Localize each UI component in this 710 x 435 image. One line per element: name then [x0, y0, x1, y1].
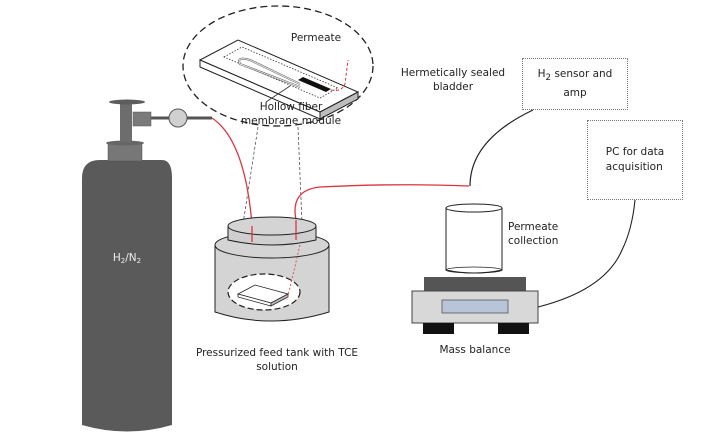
gas-cylinder — [82, 99, 212, 432]
sensor-line2: amp — [563, 87, 587, 100]
label-cylinder-gas: H2/N2 — [97, 251, 157, 265]
sensor-h: H — [537, 67, 546, 80]
cyl-h: H — [112, 252, 121, 264]
cylinder-collar — [106, 140, 144, 146]
feed-tank — [214, 216, 330, 322]
feed-tubing — [211, 117, 253, 226]
permeate-tubing — [294, 184, 470, 221]
membrane-zoom-callout — [182, 5, 374, 127]
balance-foot-left — [423, 323, 454, 334]
valve-outlet — [132, 111, 152, 127]
membrane-module — [198, 39, 360, 120]
pc-line1: PC for data — [605, 146, 665, 158]
permeate-collection-line1: Permeate — [508, 221, 559, 233]
cyl-h-sub: 2 — [120, 257, 126, 265]
module-housing-outline — [223, 46, 339, 99]
potting-end — [298, 77, 331, 92]
cyl-sep: /N — [125, 252, 137, 264]
permeate-outlet-line — [330, 59, 349, 91]
leader-line — [265, 85, 291, 103]
pc-wire — [537, 199, 636, 308]
cylinder-neck — [107, 142, 143, 162]
label-feed-tank: Pressurized feed tank with TCE solution — [192, 346, 362, 374]
label-bladder: Hermetically sealed bladder — [398, 66, 508, 94]
label-hollow-fiber-line1: Hollow fiber — [259, 101, 323, 113]
label-bladder-line1: Hermetically sealed — [400, 67, 506, 79]
label-permeate: Permeate — [290, 32, 342, 44]
valve-stem — [120, 102, 132, 142]
label-hollow-fiber-line2: membrane module — [240, 115, 342, 127]
cylinder-body — [82, 160, 172, 432]
pc-line2: acquisition — [605, 161, 663, 173]
pc-box: PC for data acquisition — [587, 120, 683, 200]
sensor-wire — [469, 109, 534, 187]
sensor-sub: 2 — [545, 73, 552, 84]
pressure-gauge-icon — [168, 108, 188, 128]
mass-balance — [411, 277, 539, 334]
balance-display — [441, 299, 509, 314]
collection-beaker — [445, 203, 503, 274]
permeate-collection-line2: collection — [508, 235, 559, 247]
balance-pan — [424, 277, 526, 291]
h2-sensor-box: H2 sensor and amp — [522, 58, 628, 110]
sensor-rest: sensor and — [551, 67, 613, 80]
feed-tank-line2: solution — [256, 361, 298, 373]
valve-handle — [109, 99, 145, 105]
cyl-n-sub: 2 — [136, 257, 142, 265]
label-bladder-line2: bladder — [432, 81, 474, 93]
feed-tank-line1: Pressurized feed tank with TCE — [195, 347, 359, 359]
label-mass-balance: Mass balance — [439, 344, 511, 356]
label-permeate-collection: Permeate collection — [508, 220, 568, 248]
label-hollow-fiber: Hollow fiber membrane module — [236, 100, 346, 128]
balance-foot-right — [498, 323, 529, 334]
